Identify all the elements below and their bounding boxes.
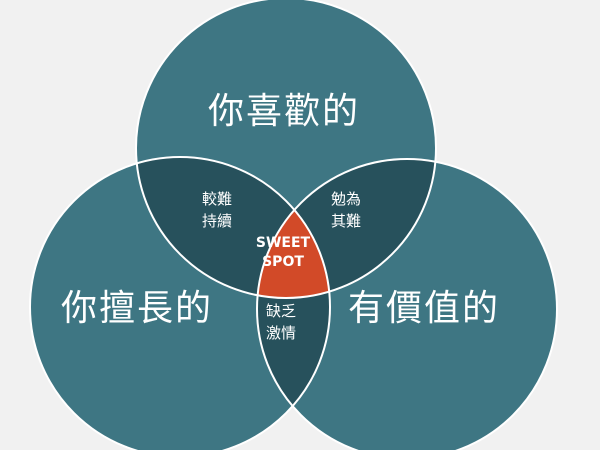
overlap-top-right-group: [257, 159, 436, 298]
overlap-top-right: [257, 159, 436, 298]
outline-top: [135, 0, 437, 299]
label-top-left-line1: 較難: [202, 190, 232, 208]
label-top-left-line2: 持續: [202, 212, 232, 230]
sweet-spot-line2: SPOT: [262, 254, 304, 270]
label-left-right-line1: 缺乏: [266, 302, 296, 320]
outline-right: [256, 158, 558, 450]
label-top-right-line2: 其難: [331, 212, 361, 230]
overlap-top-left: [136, 157, 330, 298]
sweet-spot-line1: SWEET: [256, 235, 311, 251]
label-top-right-line1: 勉為: [331, 190, 361, 208]
label-top-circle: 你喜歡的: [208, 91, 360, 132]
label-left-right-line2: 激情: [266, 324, 296, 342]
outline-left: [29, 156, 331, 450]
overlap-top-left-group: [136, 157, 330, 298]
label-left-circle: 你擅長的: [61, 288, 213, 329]
label-right-circle: 有價值的: [348, 288, 500, 329]
